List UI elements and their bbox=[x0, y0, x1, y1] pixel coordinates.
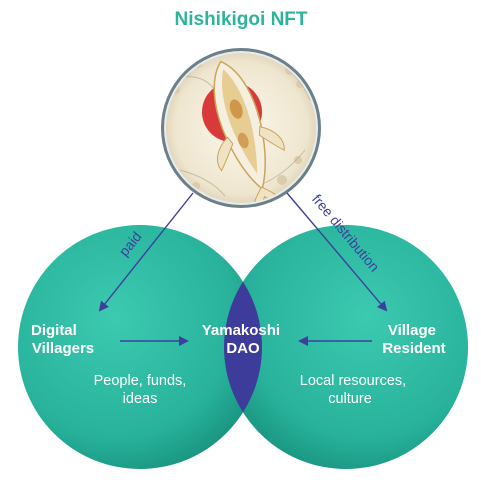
digital-villagers-description: People, funds, ideas bbox=[94, 373, 191, 407]
yamakoshi-dao-label: Yamakoshi DAO bbox=[202, 322, 285, 357]
village-resident-desc-line1: Local resources, bbox=[300, 373, 406, 389]
digital-villagers-desc-line2: ideas bbox=[123, 391, 158, 407]
digital-villagers-label-line2: Villagers bbox=[32, 340, 94, 357]
village-resident-circle bbox=[224, 225, 468, 469]
yamakoshi-dao-label-line1: Yamakoshi bbox=[202, 322, 280, 339]
village-resident-desc-line2: culture bbox=[328, 391, 372, 407]
digital-villagers-label-line1: Digital bbox=[31, 322, 77, 339]
village-resident-label-line2: Resident bbox=[382, 340, 445, 357]
digital-villagers-circle bbox=[18, 225, 262, 469]
village-resident-label: Village Resident bbox=[382, 322, 445, 357]
village-resident-description: Local resources, culture bbox=[300, 373, 410, 407]
arrow-nft-to-digital-villagers bbox=[98, 192, 194, 312]
yamakoshi-dao-label-line2: DAO bbox=[226, 340, 260, 357]
village-resident-label-line1: Village bbox=[388, 322, 436, 339]
koi-fish-medallion bbox=[161, 48, 321, 208]
digital-villagers-desc-line1: People, funds, bbox=[94, 373, 187, 389]
digital-villagers-label: Digital Villagers bbox=[31, 322, 94, 357]
arrow-nft-to-village-resident bbox=[286, 192, 388, 312]
diagram-title: Nishikigoi NFT bbox=[175, 9, 308, 30]
